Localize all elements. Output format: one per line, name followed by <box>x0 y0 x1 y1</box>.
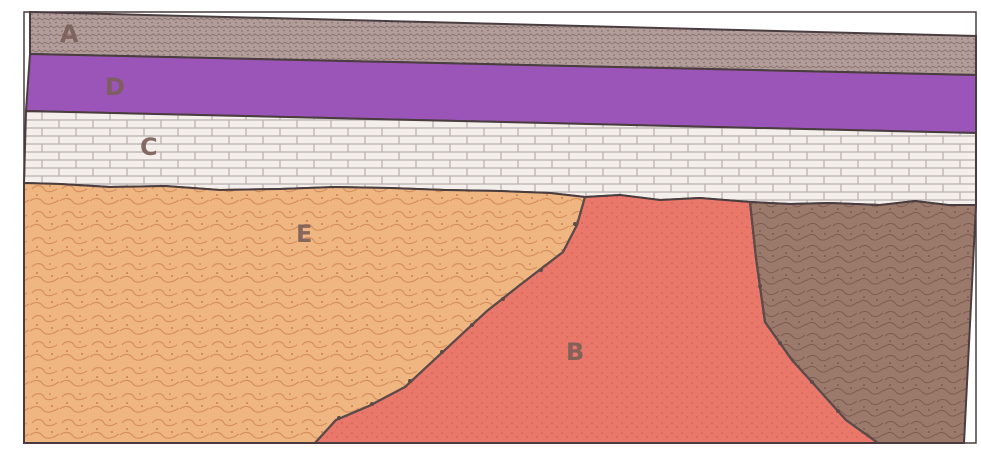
label-e: E <box>296 220 312 248</box>
label-c: C <box>140 133 158 161</box>
label-a: A <box>60 20 79 48</box>
label-d: D <box>105 73 125 101</box>
cross-section-block: A D C E B <box>24 12 976 443</box>
label-b: B <box>566 338 584 366</box>
